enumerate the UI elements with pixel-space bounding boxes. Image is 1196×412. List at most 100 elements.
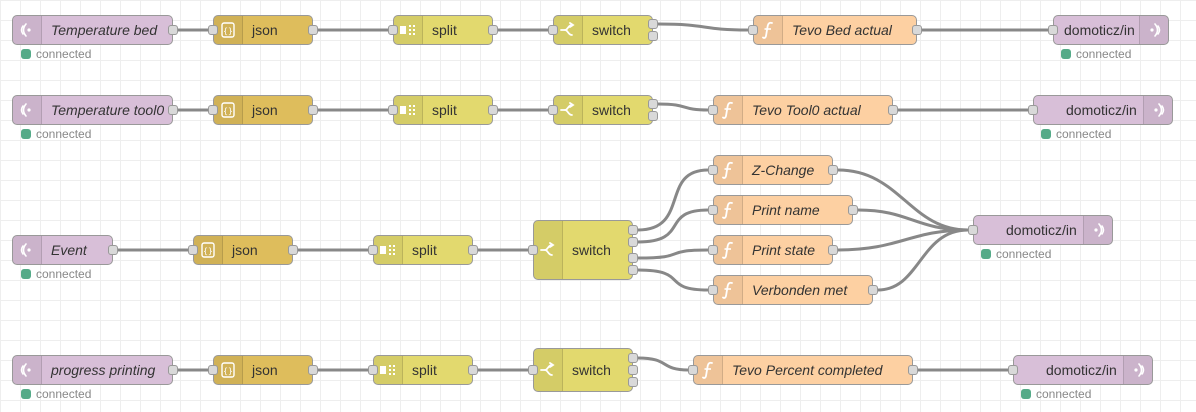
input-port[interactable] [1028, 105, 1038, 115]
output-port[interactable] [888, 105, 898, 115]
input-port[interactable] [1008, 365, 1018, 375]
function-node[interactable]: Print name [713, 195, 853, 225]
output-port[interactable] [108, 245, 118, 255]
output-port[interactable] [488, 25, 498, 35]
output-port[interactable] [168, 25, 178, 35]
function-node[interactable]: Tevo Bed actual [753, 15, 917, 45]
node-label: Tevo Percent completed [732, 362, 883, 378]
mqtt-icon [1123, 356, 1152, 384]
output-port[interactable] [168, 365, 178, 375]
output-port[interactable] [168, 105, 178, 115]
output-port[interactable] [308, 365, 318, 375]
json-icon: {} [194, 236, 223, 264]
mqtt-in-node[interactable]: Temperature bed [12, 15, 173, 45]
json-node[interactable]: {} json [193, 235, 293, 265]
output-port[interactable] [828, 245, 838, 255]
output-port[interactable] [908, 365, 918, 375]
input-port[interactable] [368, 365, 378, 375]
input-port[interactable] [688, 365, 698, 375]
input-port[interactable] [1048, 25, 1058, 35]
svg-text:{}: {} [223, 27, 233, 36]
output-port[interactable] [628, 253, 638, 263]
svg-text:{}: {} [223, 367, 233, 376]
input-port[interactable] [368, 245, 378, 255]
input-port[interactable] [708, 285, 718, 295]
status-text: connected [1056, 127, 1112, 141]
input-port[interactable] [188, 245, 198, 255]
mqtt-out-node[interactable]: domoticz/in [1013, 355, 1153, 385]
input-port[interactable] [708, 165, 718, 175]
status-text: connected [996, 247, 1052, 261]
function-node[interactable]: Tevo Percent completed [693, 355, 913, 385]
mqtt-in-node[interactable]: Temperature tool0 [12, 95, 173, 125]
output-port[interactable] [628, 365, 638, 375]
json-node[interactable]: {} json [213, 95, 313, 125]
mqtt-out-node[interactable]: domoticz/in [1053, 15, 1169, 45]
split-node[interactable]: split [373, 235, 473, 265]
mqtt-in-node[interactable]: progress printing [12, 355, 173, 385]
split-node[interactable]: split [373, 355, 473, 385]
function-icon [754, 16, 783, 44]
node-label: domoticz/in [1066, 102, 1137, 118]
input-port[interactable] [708, 245, 718, 255]
output-port[interactable] [308, 25, 318, 35]
switch-node[interactable]: switch [553, 95, 653, 125]
input-port[interactable] [968, 225, 978, 235]
json-node[interactable]: {} json [213, 15, 313, 45]
wire [637, 356, 689, 372]
wire [877, 228, 969, 292]
output-port[interactable] [628, 353, 638, 363]
svg-text:{}: {} [223, 107, 233, 116]
output-port[interactable] [488, 105, 498, 115]
switch-node[interactable]: switch [533, 348, 633, 392]
switch-node[interactable]: switch [553, 15, 653, 45]
input-port[interactable] [208, 365, 218, 375]
output-port[interactable] [628, 265, 638, 275]
input-port[interactable] [548, 105, 558, 115]
input-port[interactable] [528, 365, 538, 375]
output-port[interactable] [288, 245, 298, 255]
input-port[interactable] [748, 25, 758, 35]
input-port[interactable] [708, 205, 718, 215]
wire [637, 248, 709, 260]
split-node[interactable]: split [393, 15, 493, 45]
function-node[interactable]: Print state [713, 235, 833, 265]
mqtt-in-node[interactable]: Event [12, 235, 113, 265]
input-port[interactable] [388, 25, 398, 35]
function-icon [714, 156, 743, 184]
input-port[interactable] [208, 25, 218, 35]
output-port[interactable] [648, 111, 658, 121]
output-port[interactable] [628, 377, 638, 387]
input-port[interactable] [708, 105, 718, 115]
output-port[interactable] [468, 245, 478, 255]
status-text: connected [1036, 387, 1092, 401]
output-port[interactable] [628, 225, 638, 235]
output-port[interactable] [308, 105, 318, 115]
output-port[interactable] [848, 205, 858, 215]
function-node[interactable]: Tevo Tool0 actual [713, 95, 893, 125]
node-label: Z-Change [752, 162, 815, 178]
output-port[interactable] [648, 19, 658, 29]
input-port[interactable] [548, 25, 558, 35]
split-node[interactable]: split [393, 95, 493, 125]
switch-node[interactable]: switch [533, 220, 633, 280]
output-port[interactable] [828, 165, 838, 175]
function-node[interactable]: Verbonden met [713, 275, 873, 305]
output-port[interactable] [648, 99, 658, 109]
function-icon [714, 196, 743, 224]
node-label: switch [572, 242, 611, 258]
mqtt-out-node[interactable]: domoticz/in [1033, 95, 1173, 125]
output-port[interactable] [468, 365, 478, 375]
mqtt-out-node[interactable]: domoticz/in [973, 215, 1113, 245]
input-port[interactable] [528, 245, 538, 255]
output-port[interactable] [628, 237, 638, 247]
function-node[interactable]: Z-Change [713, 155, 833, 185]
json-node[interactable]: {} json [213, 355, 313, 385]
output-port[interactable] [912, 25, 922, 35]
output-port[interactable] [868, 285, 878, 295]
input-port[interactable] [388, 105, 398, 115]
svg-text:{}: {} [203, 247, 213, 256]
output-port[interactable] [648, 31, 658, 41]
input-port[interactable] [208, 105, 218, 115]
